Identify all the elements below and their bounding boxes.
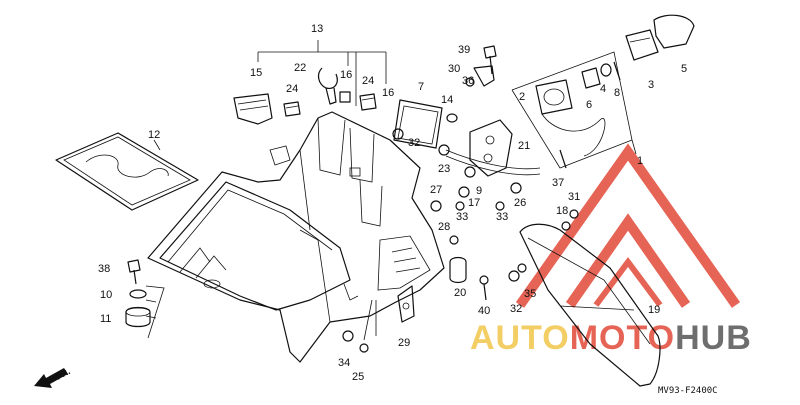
callout-39: 39 bbox=[458, 44, 470, 56]
callout-5: 5 bbox=[681, 63, 687, 75]
svg-text:AUTOMOTOHUB: AUTOMOTOHUB bbox=[470, 319, 752, 357]
callout-24b: 24 bbox=[362, 75, 374, 87]
callout-36: 36 bbox=[462, 75, 474, 87]
watermark-text-moto: MOTO bbox=[570, 319, 675, 357]
part-bolt-25 bbox=[359, 343, 369, 353]
part-clip-22 bbox=[317, 67, 338, 105]
callout-26: 26 bbox=[514, 197, 526, 209]
callout-14: 14 bbox=[441, 94, 453, 106]
callout-9: 9 bbox=[476, 185, 482, 197]
part-bolt-38 bbox=[127, 259, 141, 285]
part-grommet-24a bbox=[283, 101, 301, 117]
callout-38: 38 bbox=[98, 263, 110, 275]
callout-16b: 16 bbox=[382, 87, 394, 99]
part-bolt-34 bbox=[342, 330, 354, 342]
part-bolt-32a bbox=[392, 128, 404, 140]
callout-34: 34 bbox=[338, 357, 350, 369]
part-bolt-26 bbox=[510, 182, 522, 194]
callout-7: 7 bbox=[418, 81, 424, 93]
part-spacer-14 bbox=[446, 113, 458, 123]
callout-17: 17 bbox=[468, 197, 480, 209]
callout-12: 12 bbox=[148, 129, 160, 141]
part-lens-7 bbox=[393, 99, 443, 149]
watermark-text-hub: HUB bbox=[675, 319, 752, 357]
part-grommet-20 bbox=[449, 256, 467, 284]
callout-labels: 1 2 3 4 5 6 7 8 9 10 11 12 13 14 15 16 1… bbox=[98, 23, 687, 383]
callout-19: 19 bbox=[648, 304, 660, 316]
part-collar-9 bbox=[464, 166, 476, 178]
watermark-text: AUTOMOTOHUB bbox=[470, 319, 752, 357]
part-bracket-21 bbox=[445, 119, 541, 177]
part-mudguard-19 bbox=[519, 223, 661, 387]
callout-2: 2 bbox=[519, 91, 525, 103]
callout-25: 25 bbox=[352, 371, 364, 383]
callout-33a: 33 bbox=[456, 211, 468, 223]
part-bolt-33b bbox=[495, 201, 505, 211]
part-16-small bbox=[339, 91, 351, 103]
drawing-code: MV93-F2400C bbox=[658, 386, 718, 396]
part-rear-fender-main bbox=[147, 111, 445, 363]
callout-15: 15 bbox=[250, 67, 262, 79]
part-cover-5 bbox=[653, 14, 695, 49]
part-taillight-base-2 bbox=[535, 79, 606, 157]
watermark-text-auto: AUTO bbox=[470, 319, 570, 357]
watermark-triangle-mark bbox=[515, 143, 741, 308]
callout-21: 21 bbox=[518, 140, 530, 152]
part-nut-36 bbox=[465, 77, 475, 87]
callout-leaders bbox=[145, 40, 637, 341]
callout-1: 1 bbox=[637, 155, 643, 167]
callout-18: 18 bbox=[556, 205, 568, 217]
callout-29: 29 bbox=[398, 337, 410, 349]
part-bolt-23 bbox=[438, 144, 450, 156]
callout-32b: 32 bbox=[510, 303, 522, 315]
part-bolt-28 bbox=[449, 235, 459, 245]
callout-16a: 16 bbox=[340, 69, 352, 81]
callout-35: 35 bbox=[524, 288, 536, 300]
callout-22: 22 bbox=[294, 62, 306, 74]
callout-24a: 24 bbox=[286, 83, 298, 95]
part-cushion-15 bbox=[233, 93, 273, 125]
front-direction-arrow: FR. bbox=[34, 366, 72, 388]
callout-6: 6 bbox=[586, 99, 592, 111]
part-sheet-12 bbox=[55, 132, 199, 211]
callout-20: 20 bbox=[454, 287, 466, 299]
callout-33b: 33 bbox=[496, 211, 508, 223]
callout-3: 3 bbox=[648, 79, 654, 91]
part-nut-32b bbox=[508, 270, 520, 282]
part-bulb-4 bbox=[600, 63, 612, 77]
callout-4: 4 bbox=[600, 83, 606, 95]
callout-11: 11 bbox=[100, 313, 111, 325]
callout-23: 23 bbox=[438, 163, 450, 175]
part-bolt-17 bbox=[458, 186, 470, 198]
callout-32a: 32 bbox=[408, 137, 420, 149]
part-screw-37 bbox=[559, 149, 567, 169]
part-bolt-40 bbox=[479, 275, 489, 301]
part-lens-3 bbox=[625, 29, 659, 61]
callout-13: 13 bbox=[311, 23, 323, 35]
part-bolt-33a bbox=[455, 201, 465, 211]
watermark-logo: AUTOMOTOHUB bbox=[470, 143, 752, 357]
callout-10: 10 bbox=[100, 289, 112, 301]
part-grommet-24b bbox=[359, 93, 377, 111]
callout-28: 28 bbox=[438, 221, 450, 233]
part-washer-10 bbox=[129, 289, 147, 299]
callout-37: 37 bbox=[552, 177, 564, 189]
part-collar-35 bbox=[517, 263, 527, 273]
callout-30: 30 bbox=[448, 63, 460, 75]
part-bracket-30 bbox=[473, 65, 495, 87]
part-socket-6 bbox=[581, 67, 601, 89]
part-bracket-29 bbox=[397, 285, 415, 323]
part-grommet-11 bbox=[125, 306, 151, 328]
part-bolt-31 bbox=[569, 209, 579, 219]
part-bolt-39 bbox=[483, 45, 497, 75]
callout-27: 27 bbox=[430, 184, 442, 196]
callout-8: 8 bbox=[614, 87, 620, 99]
callout-40: 40 bbox=[478, 305, 490, 317]
part-bolt-27 bbox=[430, 200, 442, 212]
part-nut-18 bbox=[561, 221, 571, 231]
callout-31: 31 bbox=[568, 191, 580, 203]
front-label: FR. bbox=[54, 366, 71, 382]
